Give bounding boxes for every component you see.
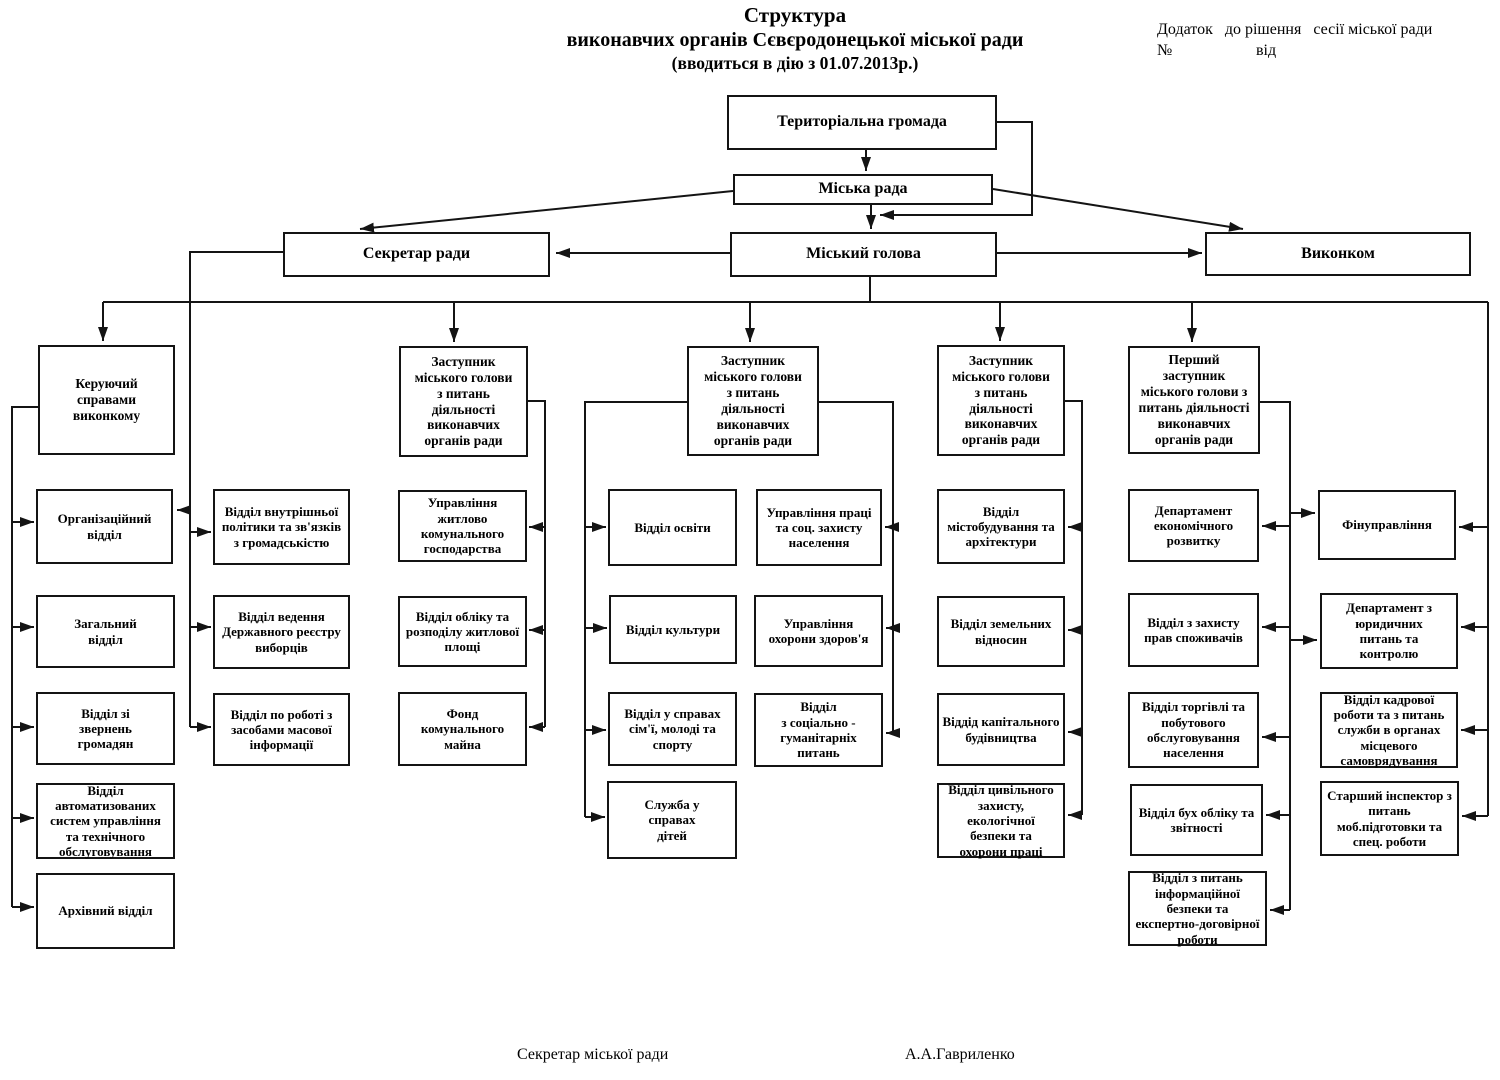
chart-title: Структура виконавчих органів Сєвєродонец… <box>400 2 1190 75</box>
node-zastupnyk-2: Заступник міського голови з питань діяль… <box>687 346 819 456</box>
node-kapitalnoho-budivnytstva: Віддід капітального будівництва <box>937 693 1065 766</box>
node-zmi-viddil: Відділ по роботі з засобами масової інфо… <box>213 693 350 766</box>
node-keruyuchyi-spravamy: Керуючий справами виконкому <box>38 345 175 455</box>
title-line2: виконавчих органів Сєвєродонецької міськ… <box>566 29 1024 52</box>
appendix-number-label: № <box>1157 41 1173 59</box>
node-mistobuduvannia: Відділ містобудування та архітектури <box>937 489 1065 564</box>
node-orhanizatsiinyi-viddil: Організаційний відділ <box>36 489 173 564</box>
title-line1: Структура <box>743 3 847 27</box>
node-zakhystu-prav: Відділ з захисту прав споживачів <box>1128 593 1259 667</box>
node-arkhivnyi-viddil: Архівний відділ <box>36 873 175 949</box>
node-dep-ekonomichnoho: Департамент економічного розвитку <box>1128 489 1259 562</box>
footer-signature-name: А.А.Гавриленко <box>905 1046 1015 1063</box>
node-sluzhba-ditei: Служба у справах дітей <box>607 781 737 859</box>
appendix-word: Додаток <box>1157 21 1213 38</box>
appendix-note-line2: № від <box>1157 41 1492 62</box>
appendix-note-line1: Додаток до рішення сесії міської ради <box>1157 20 1492 41</box>
node-zemelnykh-vidnosyn: Відділ земельних відносин <box>937 596 1065 667</box>
node-cyvilnoho-zakhystu: Відділ цивільного захисту, екологічної б… <box>937 782 1065 859</box>
appendix-note: Додаток до рішення сесії міської ради № в… <box>1157 20 1492 62</box>
node-viddil-osvity: Відділ освіти <box>608 489 737 566</box>
node-vnutrishnoi-polityky: Відділ внутрішньої політики та зв'язків … <box>213 489 350 565</box>
node-fond-maina: Фонд комунального майна <box>398 692 527 766</box>
node-zastupnyk-1: Заступник міського голови з питань діяль… <box>399 346 528 457</box>
node-territorial-hromada: Територіальна громада <box>727 95 997 150</box>
node-dep-yurydychnykh: Департамент з юридичних питань та контро… <box>1320 593 1458 669</box>
node-vykonkom: Виконком <box>1205 232 1471 276</box>
node-miskyi-holova: Міський голова <box>730 232 997 277</box>
node-miska-rada: Міська рада <box>733 174 993 205</box>
node-inform-bezpeky: Відділ з питань інформаційної безпеки та… <box>1128 870 1267 947</box>
footer-secretary-label: Секретар міської ради <box>517 1046 669 1063</box>
node-okhorony-zdorovia: Управління охорони здоров'я <box>754 595 883 667</box>
node-sekretar-rady: Секретар ради <box>283 232 550 277</box>
node-reiestru-vyborciv: Відділ ведення Державного реєстру виборц… <box>213 595 350 669</box>
node-socialno-humanitarnykh: Відділ з соціально - гуманітарніх питань <box>754 693 883 767</box>
node-zahalnyi-viddil: Загальний відділ <box>36 595 175 668</box>
connectors <box>11 121 1489 915</box>
node-viddil-kultury: Відділ культури <box>609 595 737 664</box>
node-viddil-avtomatyzovanykh: Відділ автоматизованих систем управління… <box>36 783 175 859</box>
node-zastupnyk-3: Заступник міського голови з питань діяль… <box>937 345 1065 456</box>
node-finupravlinnia: Фінуправління <box>1318 490 1456 560</box>
appendix-word: сесії міської ради <box>1313 21 1433 38</box>
node-kadrovoi-roboty: Відділ кадрової роботи та з питань служб… <box>1320 692 1458 768</box>
node-starshyi-inspektor: Старший інспектор з питань моб.підготовк… <box>1320 781 1459 856</box>
appendix-from-label: від <box>1256 41 1277 59</box>
node-zhytlovo-komunalnoho: Управління житлово комунального господар… <box>398 490 527 562</box>
node-pershyi-zastupnyk: Перший заступник міського голови з питан… <box>1128 346 1260 454</box>
node-upravlinnia-praci: Управління праці та соц. захисту населен… <box>756 489 882 566</box>
node-torhivli: Відділ торгівлі та побутового обслуговув… <box>1128 692 1259 768</box>
node-viddil-zvernen: Відділ зі звернень громадян <box>36 692 175 765</box>
appendix-word: до рішення <box>1224 21 1302 38</box>
node-simyi-molodi-sportu: Відділ у справах сім'ї, молоді та спорту <box>608 692 737 766</box>
node-bukh-obliku: Відділ бух обліку та звітності <box>1130 784 1263 856</box>
node-obliku-zhytla: Відділ обліку та розподілу житлової площ… <box>398 596 527 667</box>
title-line3: (вводиться в дію з 01.07.2013р.) <box>671 53 919 74</box>
